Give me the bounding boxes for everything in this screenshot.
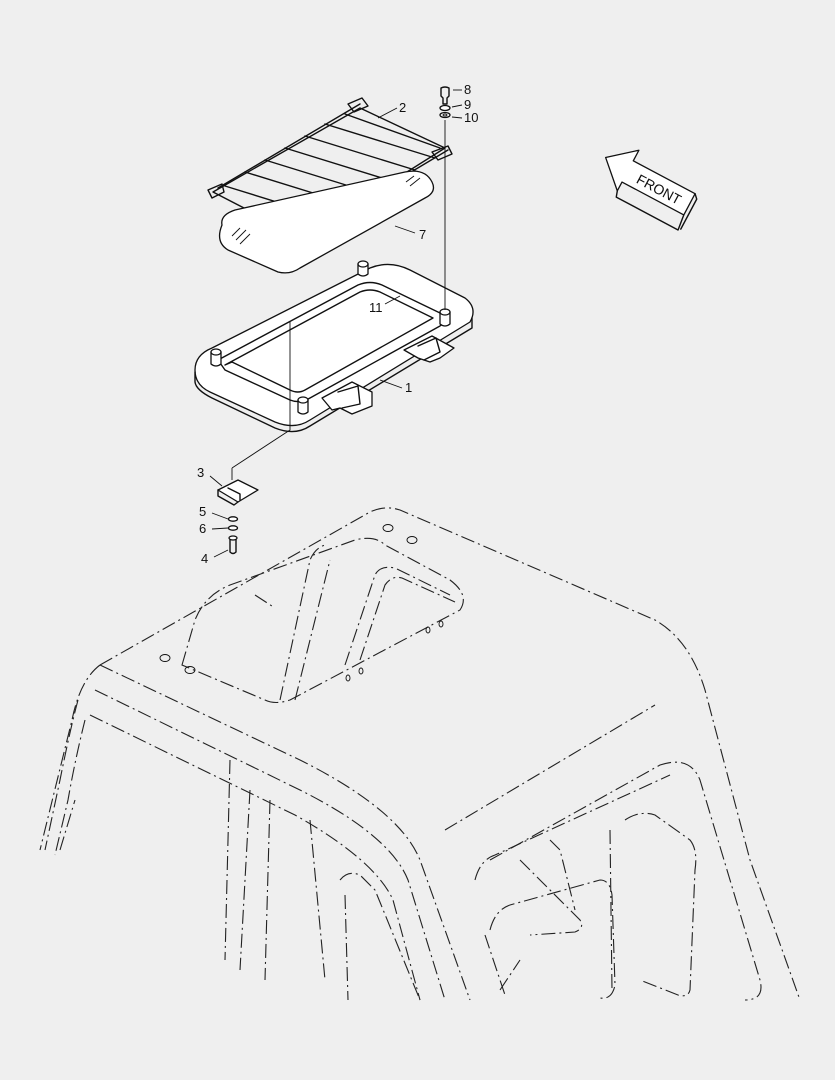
cab-outline — [39, 507, 801, 1001]
callout-3: 3 — [197, 465, 204, 480]
front-direction-arrow: FRONT — [604, 149, 698, 231]
callout-5: 5 — [199, 504, 206, 519]
callout-1: 1 — [405, 380, 412, 395]
callout-2: 2 — [399, 100, 406, 115]
glass-panel — [218, 170, 435, 274]
hatch-frame — [194, 260, 474, 469]
callout-8: 8 — [464, 82, 471, 97]
callout-10: 10 — [464, 110, 478, 125]
callouts: 2 8 9 10 7 11 1 3 5 6 4 — [197, 82, 478, 566]
callout-4: 4 — [201, 551, 208, 566]
bolt-washers-top — [439, 86, 451, 310]
callout-7: 7 — [419, 227, 426, 242]
bracket-assembly — [217, 468, 259, 555]
callout-6: 6 — [199, 521, 206, 536]
roof-hatch-opening — [181, 537, 464, 704]
callout-11: 11 — [369, 300, 383, 315]
callout-9: 9 — [464, 97, 471, 112]
